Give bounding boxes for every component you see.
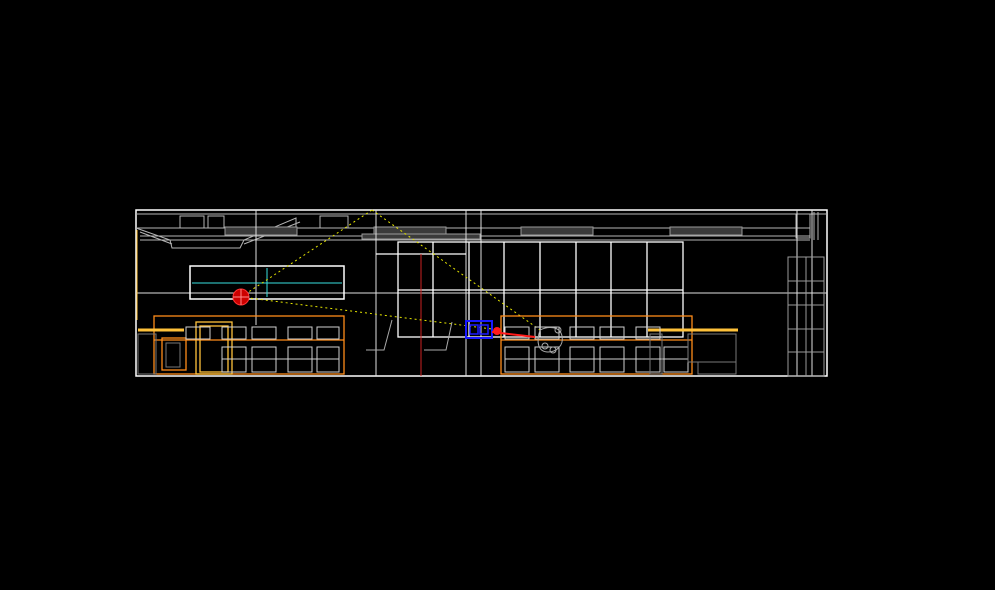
ceiling-fixtures[interactable] (224, 226, 743, 240)
wall-panel-left[interactable] (189, 265, 345, 300)
cabinet-left[interactable] (137, 315, 345, 375)
structural-verticals (136, 210, 827, 376)
glass-partition-grid[interactable] (376, 241, 684, 338)
chair-group[interactable] (366, 319, 563, 354)
camera[interactable] (465, 320, 536, 339)
camera-guide-lines (240, 209, 541, 331)
light-source[interactable] (232, 288, 250, 306)
cabinet-right[interactable] (500, 315, 738, 375)
shelf-tower-right[interactable] (787, 256, 825, 377)
